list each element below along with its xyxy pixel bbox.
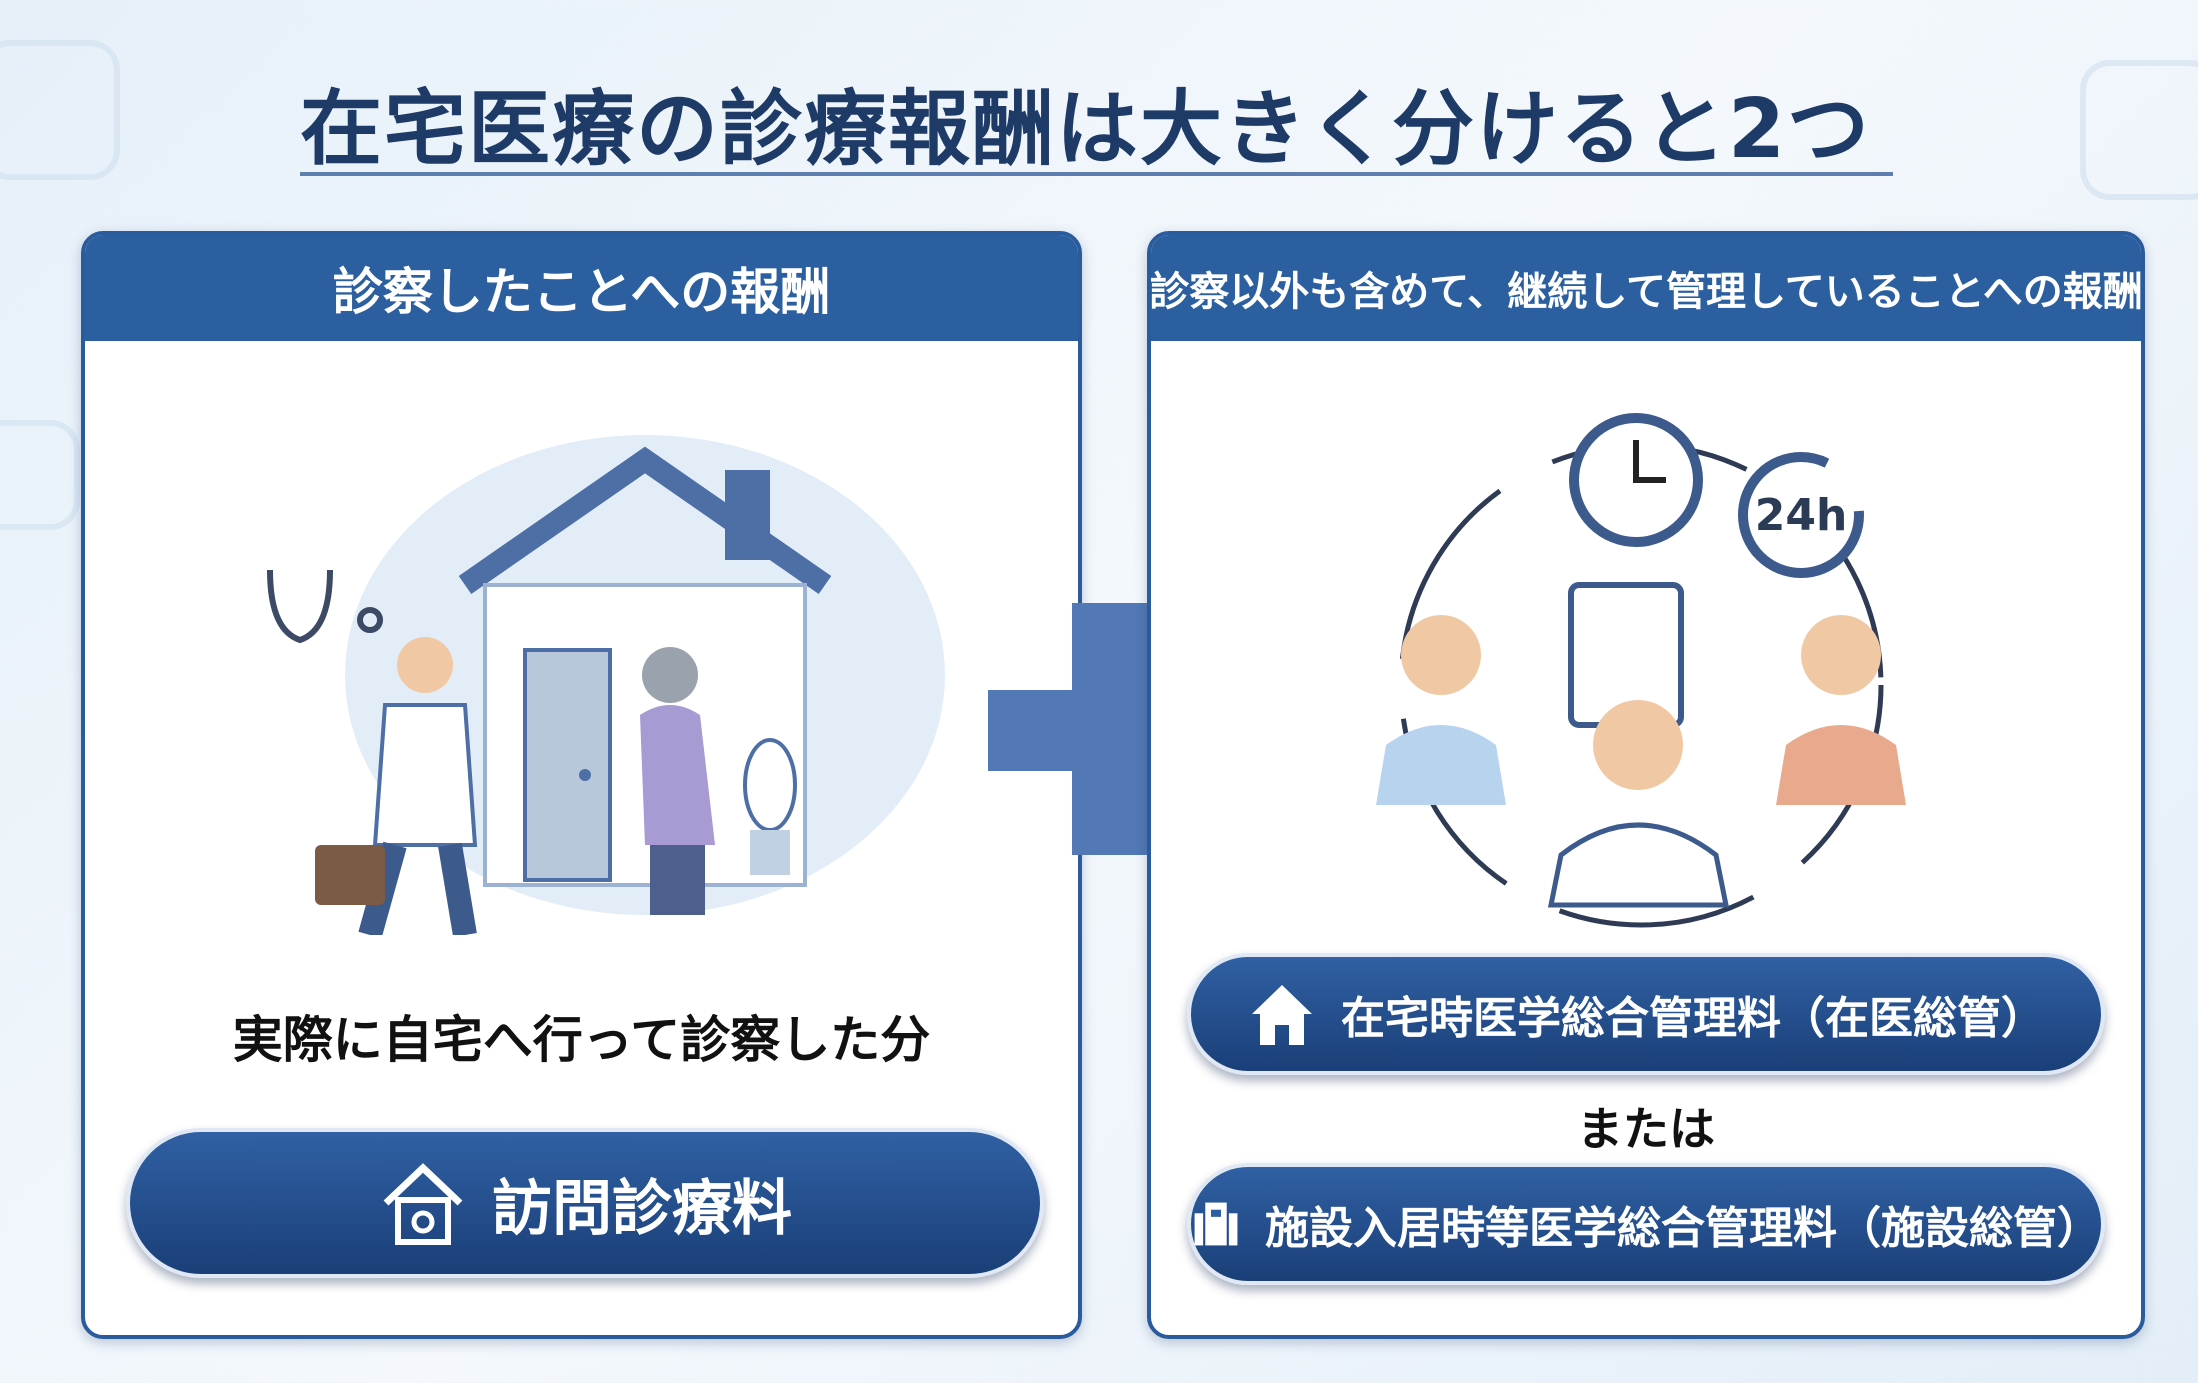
- or-label: または: [1577, 1102, 1715, 1156]
- facility-management-fee-pill: 施設入居時等医学総合管理料（施設総管）: [1187, 1163, 2105, 1285]
- house-icon: [1252, 985, 1312, 1045]
- card-header: 診察したことへの報酬: [85, 235, 1078, 341]
- card-header: 診察以外も含めて、継続して管理していることへの報酬: [1151, 235, 2141, 341]
- building-icon: [1194, 1202, 1238, 1246]
- management-fee-card: 診察以外も含めて、継続して管理していることへの報酬 24h 在宅時医学総合管理料…: [1147, 231, 2145, 1339]
- home-management-fee-pill: 在宅時医学総合管理料（在医総管）: [1187, 953, 2105, 1075]
- background-hexagon: [0, 40, 120, 180]
- page-title: 在宅医療の診療報酬は大きく分けると2つ: [300, 82, 1872, 177]
- visit-caption: 実際に自宅へ行って診察した分: [232, 1011, 931, 1069]
- 24h-badge: 24h: [1755, 490, 1848, 541]
- title-underline: [300, 172, 1893, 176]
- pill-label: 施設入居時等医学総合管理料（施設総管）: [1265, 1203, 2101, 1254]
- pill-label: 在宅時医学総合管理料（在医総管）: [1341, 993, 2045, 1044]
- home-visit-fee-pill: 訪問診療料: [126, 1128, 1044, 1278]
- pill-label: 訪問診療料: [492, 1173, 792, 1244]
- visit-fee-card: 診察したことへの報酬 実際に自宅へ行って診察した分 訪問診療料: [81, 231, 1082, 1339]
- background-hexagon: [0, 420, 80, 530]
- team-care-illustration: 24h: [1376, 413, 1906, 928]
- house-stethoscope-icon: [383, 1163, 463, 1245]
- home-visit-illustration: [267, 435, 945, 935]
- background-hexagon: [2080, 60, 2198, 200]
